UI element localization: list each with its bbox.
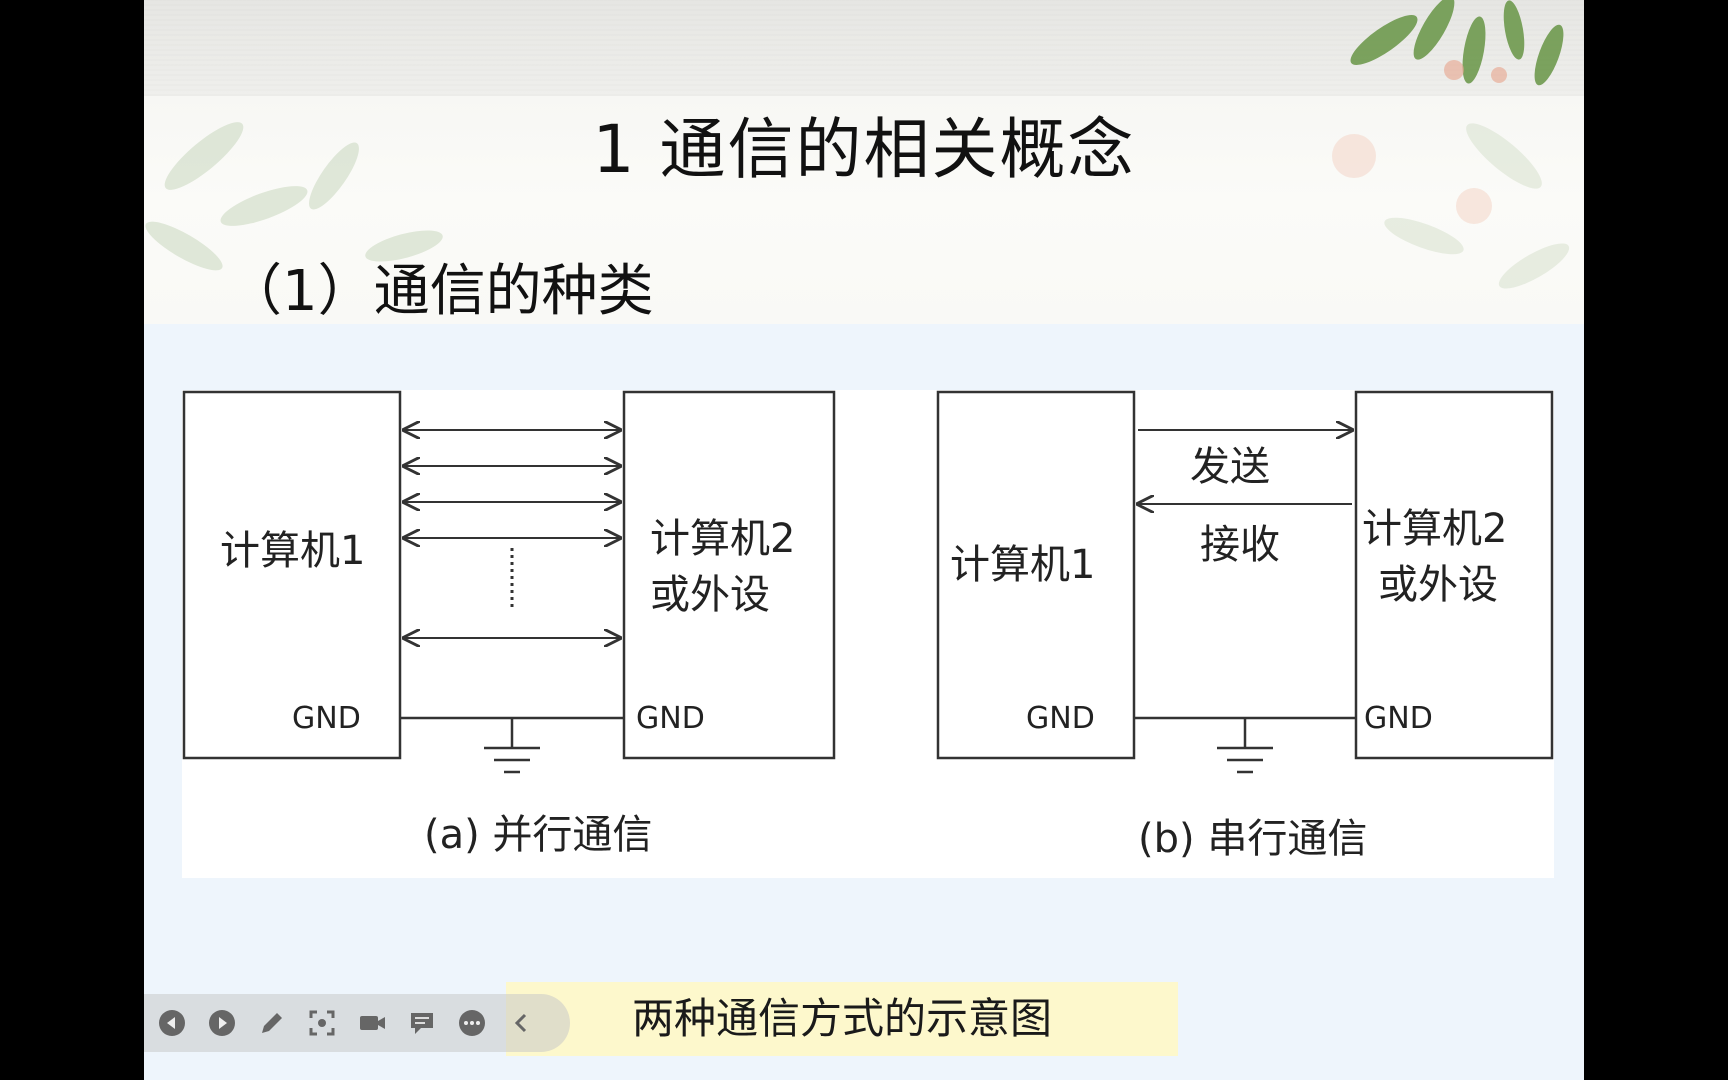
parallel-caption: (a) 并行通信 <box>424 812 652 858</box>
leaf-decoration-left <box>145 122 443 271</box>
caption-background <box>506 982 1178 1056</box>
slide: 1 通信的相关概念 （1）通信的种类 计算机1 计算机2 或外设 GND GND (a) … <box>144 0 1584 1080</box>
collapse-icon[interactable] <box>506 1007 538 1039</box>
parallel-gnd-right: GND <box>636 701 705 736</box>
serial-send-label: 发送 <box>1190 444 1270 490</box>
figure-caption: 两种通信方式的示意图 <box>631 994 1052 1043</box>
serial-receive-label: 接收 <box>1200 522 1280 568</box>
serial-computer2-box <box>1354 390 1554 760</box>
previous-icon[interactable] <box>156 1007 188 1039</box>
serial-computer1-box <box>936 390 1136 760</box>
serial-gnd-right: GND <box>1364 701 1433 736</box>
paper-texture <box>144 0 1584 96</box>
camera-icon[interactable] <box>356 1007 388 1039</box>
slide-subtitle: （1）通信的种类 <box>226 259 654 324</box>
serial-computer1-label: 计算机1 <box>950 542 1095 588</box>
parallel-computer1-label: 计算机1 <box>220 528 365 574</box>
pen-icon[interactable] <box>256 1007 288 1039</box>
next-icon[interactable] <box>206 1007 238 1039</box>
serial-peripheral-label: 或外设 <box>1378 562 1498 608</box>
slide-title: 1 通信的相关概念 <box>592 111 1136 188</box>
serial-caption: (b) 串行通信 <box>1138 816 1367 862</box>
leaf-decoration-right <box>1332 123 1570 289</box>
serial-computer2-label: 计算机2 <box>1362 506 1507 552</box>
parallel-computer2-box <box>622 390 836 760</box>
presentation-toolbar <box>144 994 570 1052</box>
screenshot-icon[interactable] <box>306 1007 338 1039</box>
parallel-peripheral-label: 或外设 <box>650 572 770 618</box>
serial-gnd-left: GND <box>1026 701 1095 736</box>
comment-icon[interactable] <box>406 1007 438 1039</box>
parallel-computer2-label: 计算机2 <box>650 516 795 562</box>
parallel-computer1-box <box>182 390 402 760</box>
leaf-decoration-top-right <box>1350 0 1564 86</box>
parallel-gnd-left: GND <box>292 701 361 736</box>
more-icon[interactable] <box>456 1007 488 1039</box>
